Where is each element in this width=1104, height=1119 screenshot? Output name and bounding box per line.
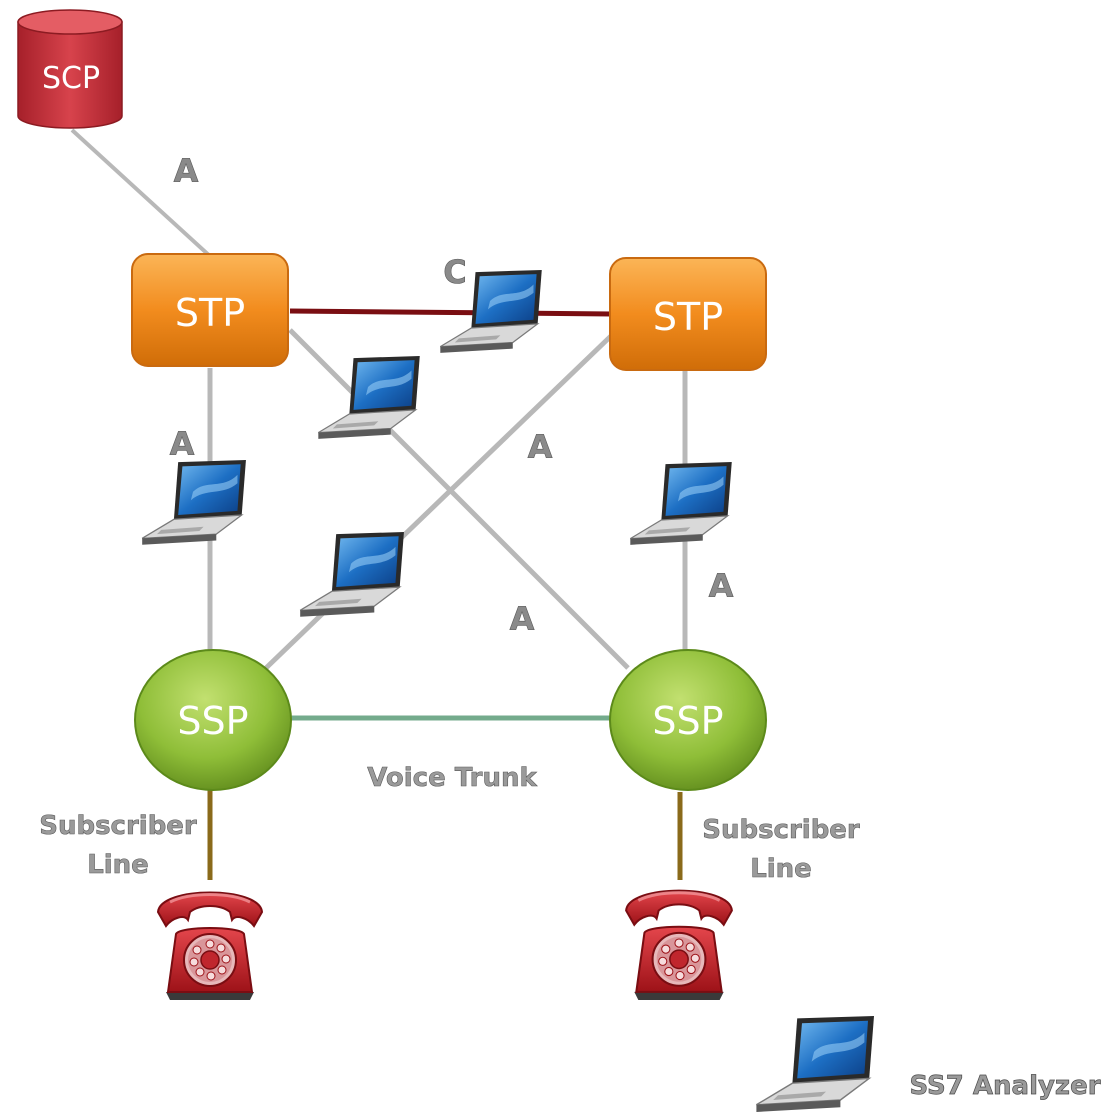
link-stp-left-ssp-right bbox=[288, 328, 630, 670]
ssp-right: SSP bbox=[609, 649, 767, 791]
ssp-right-label: SSP bbox=[652, 699, 723, 743]
link-label-scp-stp: A bbox=[174, 152, 199, 190]
link-label-stp-ssp-left: A bbox=[170, 425, 195, 463]
scp-label: SCP bbox=[42, 61, 100, 96]
stp-right: STP bbox=[609, 257, 767, 371]
link-c-stp-stp bbox=[289, 308, 613, 317]
link-label-c: C bbox=[443, 253, 466, 291]
legend: SS7 Analyzer bbox=[755, 1016, 1101, 1113]
laptop-icon bbox=[317, 356, 420, 440]
telephone-icon bbox=[156, 890, 264, 1002]
link-stp-right-ssp-left bbox=[264, 333, 614, 670]
link-label-cross-lower: A bbox=[510, 600, 535, 638]
stp-right-label: STP bbox=[653, 295, 723, 339]
subscriber-label-left-line1: Subscriber bbox=[39, 811, 197, 841]
ssp-left-label: SSP bbox=[177, 699, 248, 743]
subscriber-label-right-line1: Subscriber bbox=[702, 815, 860, 845]
link-label-cross-upper: A bbox=[528, 428, 553, 466]
laptop-icon bbox=[141, 460, 246, 546]
subscriber-label-left-line2: Line bbox=[87, 850, 149, 880]
ssp-left: SSP bbox=[134, 649, 292, 791]
scp-database: SCP bbox=[17, 9, 123, 129]
laptop-icon bbox=[629, 462, 732, 546]
stp-left-label: STP bbox=[175, 291, 245, 335]
laptop-icon bbox=[299, 532, 404, 618]
subscriber-label-right-line2: Line bbox=[750, 854, 812, 884]
legend-label: SS7 Analyzer bbox=[909, 1071, 1100, 1101]
link-scp-stp bbox=[70, 128, 214, 260]
telephone-icon bbox=[624, 889, 734, 1002]
legend-laptop-icon bbox=[755, 1016, 875, 1113]
voice-trunk-label: Voice Trunk bbox=[367, 763, 537, 793]
stp-left: STP bbox=[131, 253, 289, 367]
link-label-stp-ssp-right: A bbox=[709, 567, 734, 605]
